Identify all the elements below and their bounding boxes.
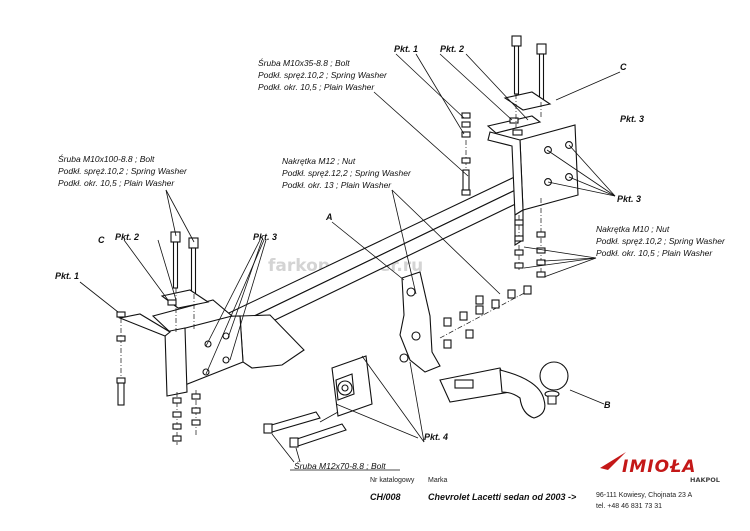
footer: Nr katalogowy CH/008 Marka Chevrolet Lac… [370, 452, 720, 510]
center-nut-stack [439, 285, 532, 349]
mark-c-top-label: C [620, 62, 627, 72]
vehicle-name: Chevrolet Lacetti sedan od 2003 -> [428, 492, 577, 502]
catalog-number: CH/008 [370, 492, 401, 502]
top-bolt-stack [461, 112, 471, 196]
left-mounting-bracket [118, 299, 305, 397]
electrical-socket-plate [319, 355, 373, 423]
pkt1-top-label: Pkt. 1 [394, 44, 418, 54]
pkt3-left-label: Pkt. 3 [253, 232, 277, 242]
note-top-bolt: Śruba M10x35-8.8 ; Bolt Podkł. spręż.10,… [258, 57, 388, 92]
pkt2-top-label: Pkt. 2 [440, 44, 464, 54]
left-vertical-bolts [160, 231, 210, 332]
drop-bracket [399, 271, 441, 373]
svg-text:Podkł. spręż.10,2 ; Spring Was: Podkł. spręż.10,2 ; Spring Washer [596, 236, 726, 246]
svg-text:Podkł. okr. 10,5 ; Plain Washe: Podkł. okr. 10,5 ; Plain Washer [596, 248, 713, 258]
top-right-bolts [503, 35, 552, 136]
note-bottom-bolt: Śruba M12x70-8.8 ; Bolt [294, 460, 386, 471]
bottom-bolts [263, 411, 347, 448]
pkt1-left-label: Pkt. 1 [55, 271, 79, 281]
catalog-caption: Nr katalogowy [370, 477, 415, 484]
pkt4-label: Pkt. 4 [424, 432, 448, 442]
left-lower-hardware [116, 311, 201, 445]
pkt3-right-label: Pkt. 3 [620, 114, 644, 124]
pkt2-left-label: Pkt. 2 [115, 232, 139, 242]
mark-c-left-label: C [98, 235, 105, 245]
svg-text:Nakrętka M10 ; Nut: Nakrętka M10 ; Nut [596, 224, 670, 234]
svg-text:Śruba M10x100-8.8 ; Bolt: Śruba M10x100-8.8 ; Bolt [58, 153, 155, 164]
pkt3-right-low-label: Pkt. 3 [617, 194, 641, 204]
mark-b-label: B [604, 400, 611, 410]
company-phone: tel. +48 46 831 73 31 [596, 503, 662, 510]
svg-text:Podkł. spręż.10,2 ; Spring Was: Podkł. spręż.10,2 ; Spring Washer [58, 166, 188, 176]
svg-text:Podkł. spręż.12,2 ; Spring Was: Podkł. spręż.12,2 ; Spring Washer [282, 168, 412, 178]
svg-text:HAKPOL: HAKPOL [690, 476, 720, 484]
svg-text:Podkł. okr. 10,5 ; Plain Washe: Podkł. okr. 10,5 ; Plain Washer [258, 82, 375, 92]
right-mounting-plate [486, 115, 579, 246]
svg-text:Podkł. okr. 13 ; Plain Washer: Podkł. okr. 13 ; Plain Washer [282, 180, 392, 190]
note-right-nut: Nakrętka M10 ; Nut Podkł. spręż.10,2 ; S… [596, 224, 726, 258]
svg-text:IMIOŁA: IMIOŁA [622, 457, 696, 477]
note-center-nut: Nakrętka M12 ; Nut Podkł. spręż.12,2 ; S… [282, 156, 412, 190]
svg-text:Podkł. okr. 10,5 ; Plain Washe: Podkł. okr. 10,5 ; Plain Washer [58, 178, 175, 188]
leader-lines [79, 53, 621, 471]
brand-caption: Marka [428, 477, 448, 484]
hakpol-logo: IMIOŁA HAKPOL [600, 452, 720, 484]
tow-ball-mount [439, 361, 569, 419]
svg-text:Śruba M10x35-8.8 ; Bolt: Śruba M10x35-8.8 ; Bolt [258, 57, 350, 68]
company-address: 96-111 Kowiesy, Chojnata 23 A [596, 492, 692, 499]
note-left-bolt: Śruba M10x100-8.8 ; Bolt Podkł. spręż.10… [58, 153, 188, 188]
mark-a-label: A [325, 212, 333, 222]
svg-text:Podkł. spręż.10,2 ; Spring Was: Podkł. spręż.10,2 ; Spring Washer [258, 70, 388, 80]
svg-text:Nakrętka M12 ; Nut: Nakrętka M12 ; Nut [282, 156, 356, 166]
